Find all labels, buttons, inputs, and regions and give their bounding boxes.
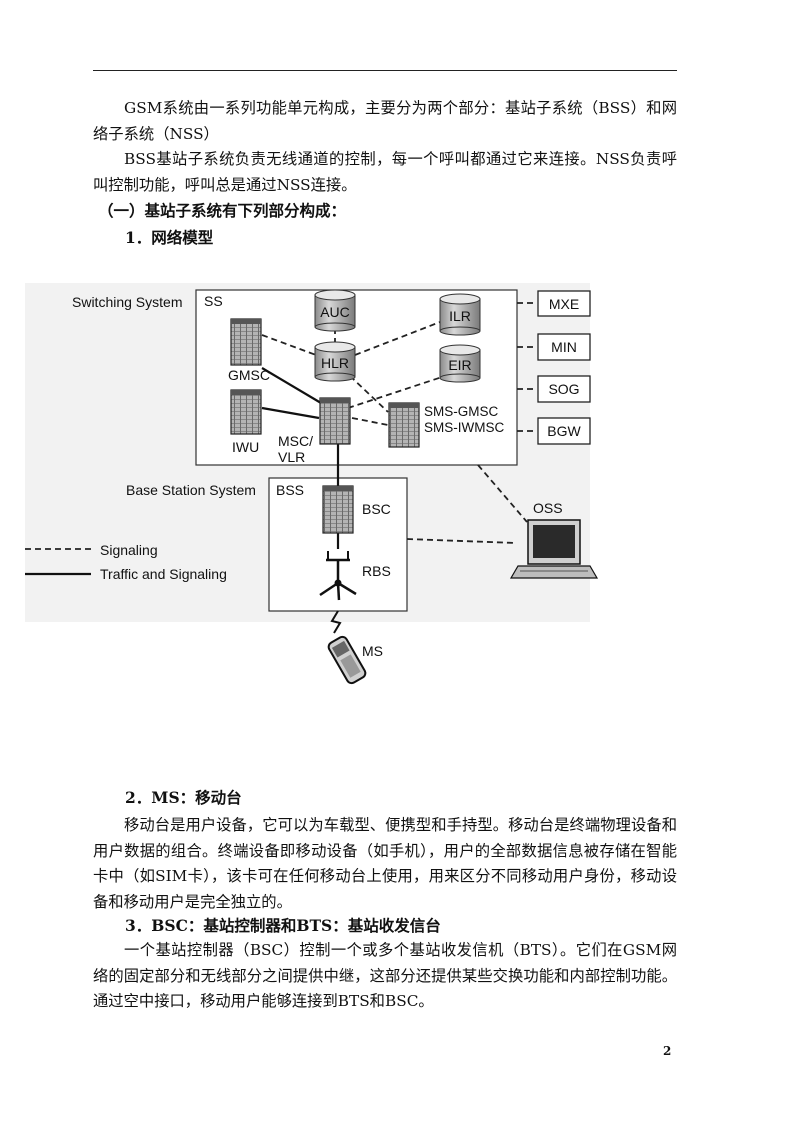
paragraph-gsm-intro: GSM系统由一系列功能单元构成，主要分为两个部分：基站子系统（BSS）和网络子系… — [93, 99, 677, 143]
msc-label: MSC/ — [278, 433, 313, 449]
hlr-database: HLR — [314, 341, 356, 382]
auc-database: AUC — [314, 289, 356, 332]
svg-text:SOG: SOG — [548, 381, 579, 397]
svg-text:ILR: ILR — [449, 308, 471, 324]
subheading-ms: 2．MS：移动台 — [125, 788, 242, 807]
svg-text:MIN: MIN — [551, 339, 577, 355]
svg-text:HLR: HLR — [321, 355, 349, 371]
subheading-network-model: 1．网络模型 — [125, 228, 214, 247]
min-node: MIN — [537, 333, 591, 361]
svg-text:EIR: EIR — [448, 357, 471, 373]
sms-iwmsc-label: SMS-IWMSC — [424, 420, 504, 435]
page-number: 2 — [663, 1044, 672, 1058]
signaling-links — [261, 302, 537, 544]
bsc-label: BSC — [362, 501, 391, 517]
legend-traffic-label: Traffic and Signaling — [100, 566, 227, 582]
subheading-bsc-bts: 3．BSC：基站控制器和BTS：基站收发信台 — [125, 916, 441, 935]
sog-node: SOG — [537, 375, 591, 403]
paragraph-ms: 移动台是用户设备，它可以为车载型、便携型和手持型。移动台是终端物理设备和用户数据… — [93, 816, 677, 911]
oss-label: OSS — [533, 500, 563, 516]
svg-text:MXE: MXE — [549, 296, 579, 312]
bsc-rack — [322, 485, 354, 534]
msc-vlr-rack — [319, 397, 351, 445]
svg-text:AUC: AUC — [320, 304, 350, 320]
iwu-rack — [230, 389, 262, 435]
base-station-system-label: Base Station System — [126, 482, 256, 498]
ss-label: SS — [204, 293, 223, 309]
legend-signaling-label: Signaling — [100, 542, 158, 558]
rbs-label: RBS — [362, 563, 391, 579]
ilr-database: ILR — [439, 293, 481, 336]
section-heading: （一）基站子系统有下列部分构成： — [98, 201, 347, 220]
paragraph-bsc-bts: 一个基站控制器（BSC）控制一个或多个基站收发信机（BTS）。它们在GSM网络的… — [93, 941, 677, 1010]
iwu-label: IWU — [232, 439, 259, 455]
sms-gmsc-rack — [388, 402, 420, 448]
oss-workstation-icon — [509, 519, 599, 579]
sms-gmsc-label: SMS-GMSC — [424, 404, 499, 419]
ms-label: MS — [362, 643, 383, 659]
switching-system-label: Switching System — [72, 294, 182, 310]
header-rule — [93, 70, 677, 71]
mxe-node: MXE — [537, 290, 591, 317]
svg-text:BGW: BGW — [547, 423, 581, 439]
paragraph-bss-nss: BSS基站子系统负责无线通道的控制，每一个呼叫都通过它来连接。NSS负责呼叫控制… — [93, 150, 677, 194]
gsm-network-diagram: AUC ILR HLR EIR — [25, 283, 599, 685]
gmsc-label: GMSC — [228, 367, 270, 383]
diagram-legend: Signaling Traffic and Signaling — [25, 542, 227, 582]
rbs-antenna-icon — [319, 551, 357, 601]
bgw-node: BGW — [537, 417, 591, 445]
bss-label: BSS — [276, 482, 304, 498]
traffic-links — [261, 367, 340, 549]
mobile-phone-icon — [327, 610, 367, 685]
gmsc-rack — [230, 318, 262, 366]
vlr-label: VLR — [278, 449, 305, 465]
eir-database: EIR — [439, 344, 481, 383]
